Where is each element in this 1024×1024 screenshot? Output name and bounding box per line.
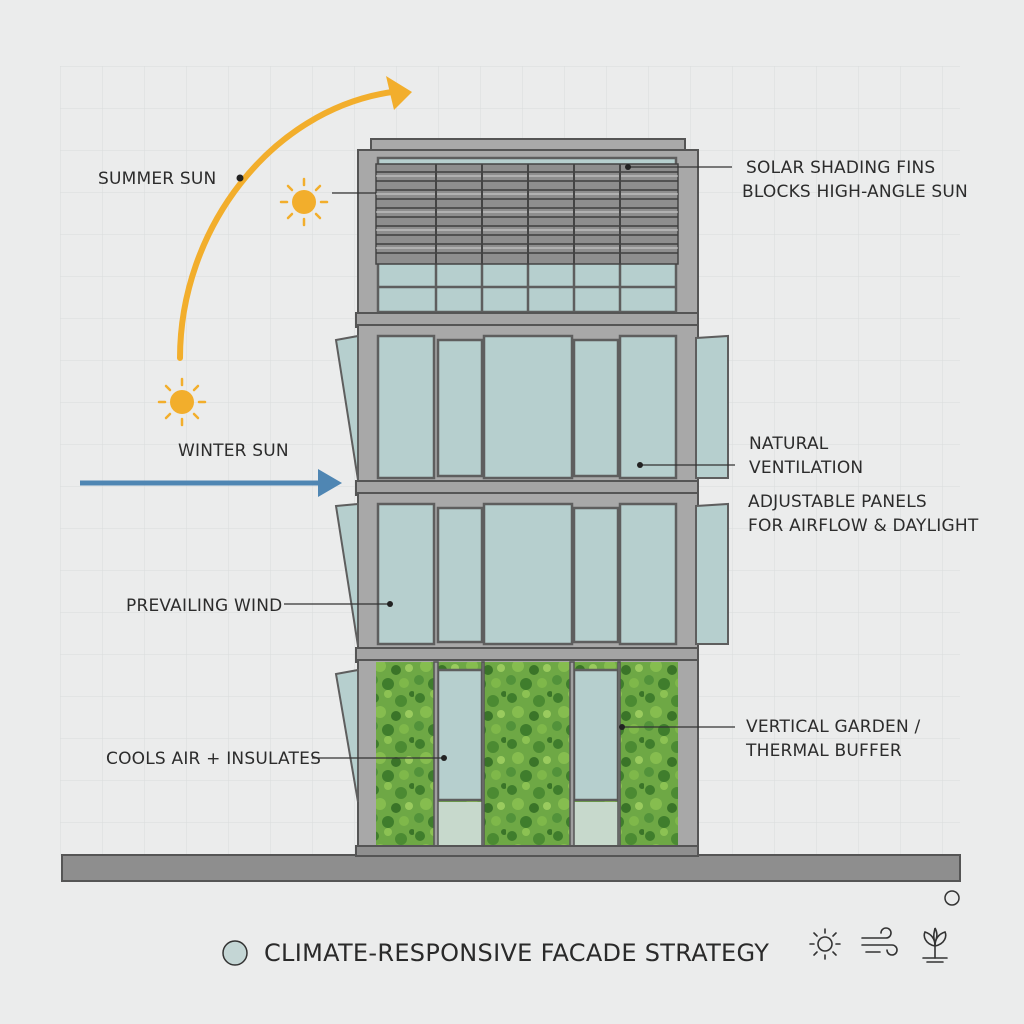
adjustable-panels-label-1: ADJUSTABLE PANELS: [748, 492, 927, 512]
summer-sun-icon: [279, 177, 329, 227]
solar-fins-desc: BLOCKS HIGH-ANGLE SUN: [742, 182, 968, 202]
third-floor-windows: [376, 502, 678, 646]
sun-icon: [809, 928, 841, 960]
adjustable-panels-label-2: FOR AIRFLOW & DAYLIGHT: [748, 516, 979, 536]
plant-icon: [922, 927, 948, 963]
vertical-garden: [376, 662, 678, 846]
summer-sun-marker: [236, 174, 244, 182]
garden-window-bases: [438, 802, 618, 846]
adjustable-panel-left: [334, 668, 359, 803]
cools-air-label: COOLS AIR + INSULATES: [106, 749, 322, 769]
prevailing-wind-label: PREVAILING WIND: [126, 596, 283, 616]
sun-path-arc: [177, 89, 395, 361]
diagram-title: CLIMATE-RESPONSIVE FACADE STRATEGY: [264, 939, 770, 967]
leader-dots: [387, 164, 643, 761]
adjustable-panel-left: [334, 502, 359, 647]
solar-shading-fins: [375, 163, 679, 265]
natural-ventilation-label-1: NATURAL: [749, 434, 829, 454]
adjustable-panel-right: [695, 334, 729, 479]
sun-path-arrowhead: [386, 76, 412, 110]
marker-circle: [944, 890, 960, 906]
leader-lines: [284, 166, 735, 759]
adjustable-panel-right: [695, 502, 729, 645]
base-slab: [355, 845, 699, 857]
winter-sun-label: WINTER SUN: [178, 441, 289, 461]
natural-ventilation-label-2: VENTILATION: [749, 458, 864, 478]
vertical-garden-label-2: THERMAL BUFFER: [746, 741, 902, 761]
top-floor-mullions: [378, 262, 676, 312]
vertical-garden-label-1: VERTICAL GARDEN /: [746, 717, 921, 737]
legend-bullet: [222, 940, 248, 966]
solar-fins-title: SOLAR SHADING FINS: [746, 158, 936, 178]
garden-windows: [436, 668, 620, 802]
adjustable-panel-left: [334, 334, 359, 481]
winter-sun-icon: [157, 377, 207, 427]
ground-slab: [61, 854, 961, 882]
wind-icon: [861, 927, 898, 956]
second-floor-windows: [376, 334, 678, 480]
summer-sun-label: SUMMER SUN: [98, 169, 217, 189]
wind-arrowhead: [318, 469, 342, 497]
